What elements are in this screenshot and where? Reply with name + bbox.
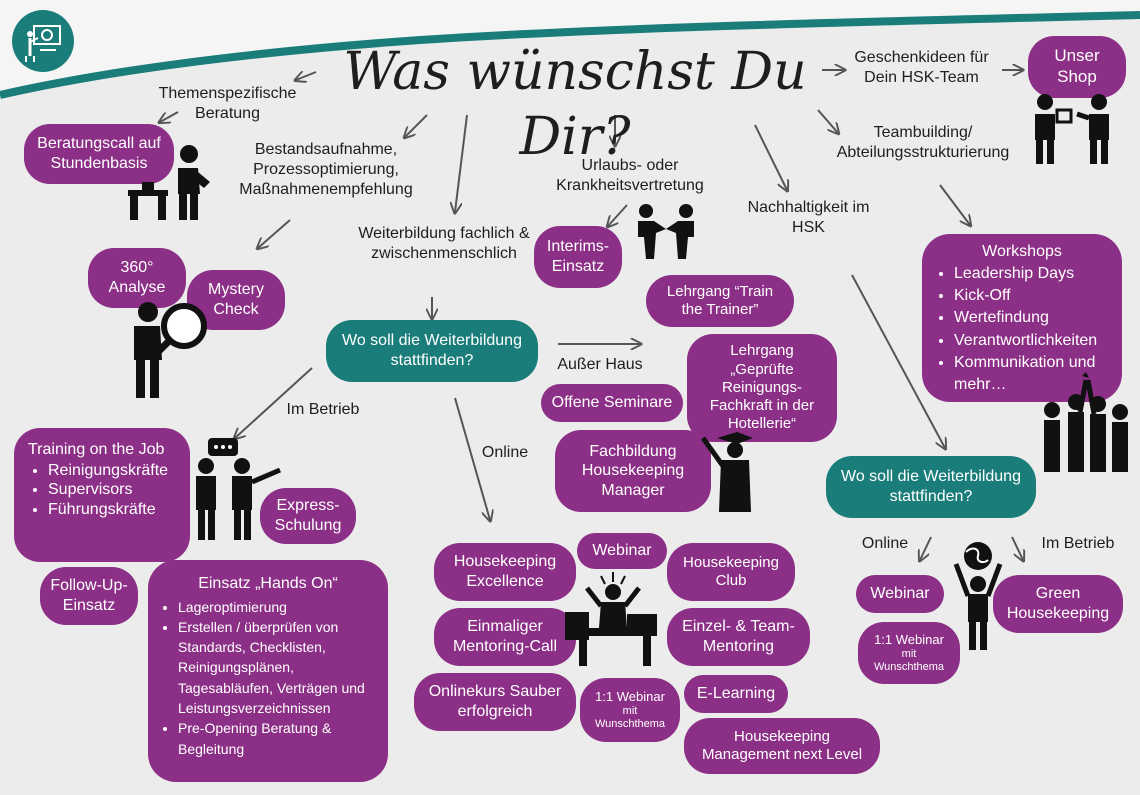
hk-club-label: Housekeeping Club (683, 553, 779, 589)
training-on-the-job-list: Reinigungskräfte Supervisors Führungskrä… (28, 461, 168, 520)
weiterbildung-question-right[interactable]: Wo soll die Weiterbildung stattfinden? (826, 456, 1036, 518)
list-item: Kick-Off (954, 285, 1110, 307)
elearning-label: E-Learning (696, 685, 776, 703)
label-bestandsaufnahme: Bestandsaufnahme, Prozessoptimierung, Ma… (239, 141, 413, 198)
hands-on-heading: Einsatz „Hands On“ (198, 575, 338, 592)
page-title: Was wünschst Du Dir? (343, 42, 807, 167)
logo-icon (12, 10, 74, 72)
fachbildung-label: Fachbildung Housekeeping Manager (581, 442, 685, 499)
mentoring-call-box[interactable]: Einmaliger Mentoring-Call (434, 608, 576, 666)
fachbildung-box[interactable]: Fachbildung Housekeeping Manager (555, 430, 711, 512)
list-item: Führungskräfte (48, 500, 168, 520)
webinar-label-left: Webinar (592, 542, 652, 560)
label-urlaubsvertretung: Urlaubs- oder Krankheitsvertretung (556, 157, 704, 194)
label-ausser-haus: Außer Haus (557, 356, 643, 373)
analyse-label: 360° Analyse (108, 259, 166, 296)
list-item: Kommunikation und mehr… (954, 352, 1110, 397)
workshops-box[interactable]: Workshops Leadership Days Kick-Off Werte… (922, 234, 1122, 402)
hk-next-level-label: Housekeeping Management next Level (701, 727, 863, 763)
analyse-box[interactable]: 360° Analyse (88, 248, 186, 308)
beratungscall-box[interactable]: Beratungscall auf Stundenbasis (24, 124, 174, 184)
graduate-icon (697, 430, 753, 514)
label-online-right: Online (861, 535, 909, 552)
follow-up-box[interactable]: Follow-Up-Einsatz (40, 567, 138, 625)
mentoring-call-label: Einmaliger Mentoring-Call (452, 618, 558, 655)
interims-einsatz-box[interactable]: Interims-Einsatz (534, 226, 622, 288)
green-housekeeping-label: Green Housekeeping (1006, 585, 1110, 622)
train-the-trainer-box[interactable]: Lehrgang “Train the Trainer” (646, 275, 794, 327)
list-item: Pre-Opening Beratung & Begleitung (178, 718, 376, 759)
beratungscall-label: Beratungscall auf Stundenbasis (37, 135, 161, 172)
magnifier-person-icon (112, 300, 212, 400)
train-the-trainer-label: Lehrgang “Train the Trainer” (666, 282, 774, 318)
globe-person-icon (950, 540, 1006, 650)
elearning-box[interactable]: E-Learning (684, 675, 788, 713)
weiterbildung-question-left-label: Wo soll die Weiterbildung stattfinden? (342, 332, 522, 369)
hands-on-box[interactable]: Einsatz „Hands On“ Lageroptimierung Erst… (148, 560, 388, 782)
hk-next-level-box[interactable]: Housekeeping Management next Level (684, 718, 880, 774)
handshake-icon (628, 203, 704, 261)
webinar-box-left[interactable]: Webinar (577, 533, 667, 569)
onlinekurs-box[interactable]: Onlinekurs Sauber erfolgreich (414, 673, 576, 731)
express-schulung-label: Express-Schulung (274, 497, 342, 534)
webinar-11-box-right[interactable]: 1:1 Webinar mit Wunschthema (858, 622, 960, 684)
webinar-11-sublabel-left: mit Wunschthema (594, 704, 666, 730)
mystery-check-label: Mystery Check (208, 281, 264, 318)
webinar-11-label-left: 1:1 Webinar (595, 688, 665, 704)
header-wave (0, 0, 1140, 99)
training-people-icon (192, 436, 284, 542)
green-housekeeping-box[interactable]: Green Housekeeping (993, 575, 1123, 633)
gift-people-icon (1025, 92, 1120, 164)
list-item: Leadership Days (954, 263, 1110, 285)
weiterbildung-question-left[interactable]: Wo soll die Weiterbildung stattfinden? (326, 320, 538, 382)
gepruefte-fachkraft-label: Lehrgang „Geprüfte Reinigungs-Fachkraft … (709, 342, 815, 433)
consultant-desk-icon (124, 142, 214, 222)
follow-up-label: Follow-Up-Einsatz (50, 577, 128, 614)
webinar-11-label-right: 1:1 Webinar (874, 631, 944, 647)
list-item: Erstellen / überprüfen von Standards, Ch… (178, 617, 376, 718)
label-nachhaltigkeit: Nachhaltigkeit im HSK (747, 199, 870, 236)
einzel-team-mentoring-label: Einzel- & Team-Mentoring (682, 618, 795, 655)
list-item: Verantwortlichkeiten (954, 330, 1110, 352)
workshops-heading: Workshops (982, 243, 1062, 260)
training-on-the-job-heading: Training on the Job (28, 441, 165, 458)
team-cheer-icon (1036, 372, 1136, 472)
express-schulung-box[interactable]: Express-Schulung (260, 488, 356, 544)
hk-excellence-box[interactable]: Housekeeping Excellence (434, 543, 576, 601)
workshops-list: Leadership Days Kick-Off Wertefindung Ve… (934, 263, 1110, 397)
hk-club-box[interactable]: Housekeeping Club (667, 543, 795, 601)
hands-on-list: Lageroptimierung Erstellen / überprüfen … (160, 597, 376, 759)
training-on-the-job-box[interactable]: Training on the Job Reinigungskräfte Sup… (14, 428, 190, 562)
list-item: Supervisors (48, 480, 168, 500)
webinar-box-right[interactable]: Webinar (856, 575, 944, 613)
webinar-label-right: Webinar (870, 585, 930, 603)
offene-seminare-label: Offene Seminare (551, 394, 673, 412)
list-item: Reinigungskräfte (48, 461, 168, 481)
list-item: Wertefindung (954, 307, 1110, 329)
label-weiterbildung: Weiterbildung fachlich & zwischenmenschl… (358, 225, 530, 262)
unser-shop-button[interactable]: Unser Shop (1028, 36, 1126, 98)
unser-shop-label: Unser Shop (1054, 46, 1100, 86)
weiterbildung-question-right-label: Wo soll die Weiterbildung stattfinden? (841, 468, 1021, 505)
label-teambuilding: Teambuilding/ Abteilungsstrukturierung (836, 124, 1010, 161)
label-themenspezifisch: Themenspezifische Beratung (158, 85, 297, 122)
onlinekurs-label: Onlinekurs Sauber erfolgreich (428, 683, 562, 720)
interims-einsatz-label: Interims-Einsatz (546, 238, 610, 275)
einzel-team-mentoring-box[interactable]: Einzel- & Team-Mentoring (667, 608, 810, 666)
list-item: Lageroptimierung (178, 597, 376, 617)
desk-worker-icon (565, 572, 660, 668)
offene-seminare-box[interactable]: Offene Seminare (541, 384, 683, 422)
webinar-11-sublabel-right: mit Wunschthema (873, 647, 945, 673)
webinar-11-box-left[interactable]: 1:1 Webinar mit Wunschthema (580, 678, 680, 742)
label-geschenkideen: Geschenkideen für Dein HSK-Team (854, 49, 989, 86)
label-online-left: Online (481, 444, 529, 461)
gepruefte-fachkraft-box[interactable]: Lehrgang „Geprüfte Reinigungs-Fachkraft … (687, 334, 837, 442)
label-im-betrieb-right: Im Betrieb (1041, 535, 1115, 552)
hk-excellence-label: Housekeeping Excellence (453, 553, 557, 590)
label-im-betrieb-left: Im Betrieb (286, 401, 360, 418)
